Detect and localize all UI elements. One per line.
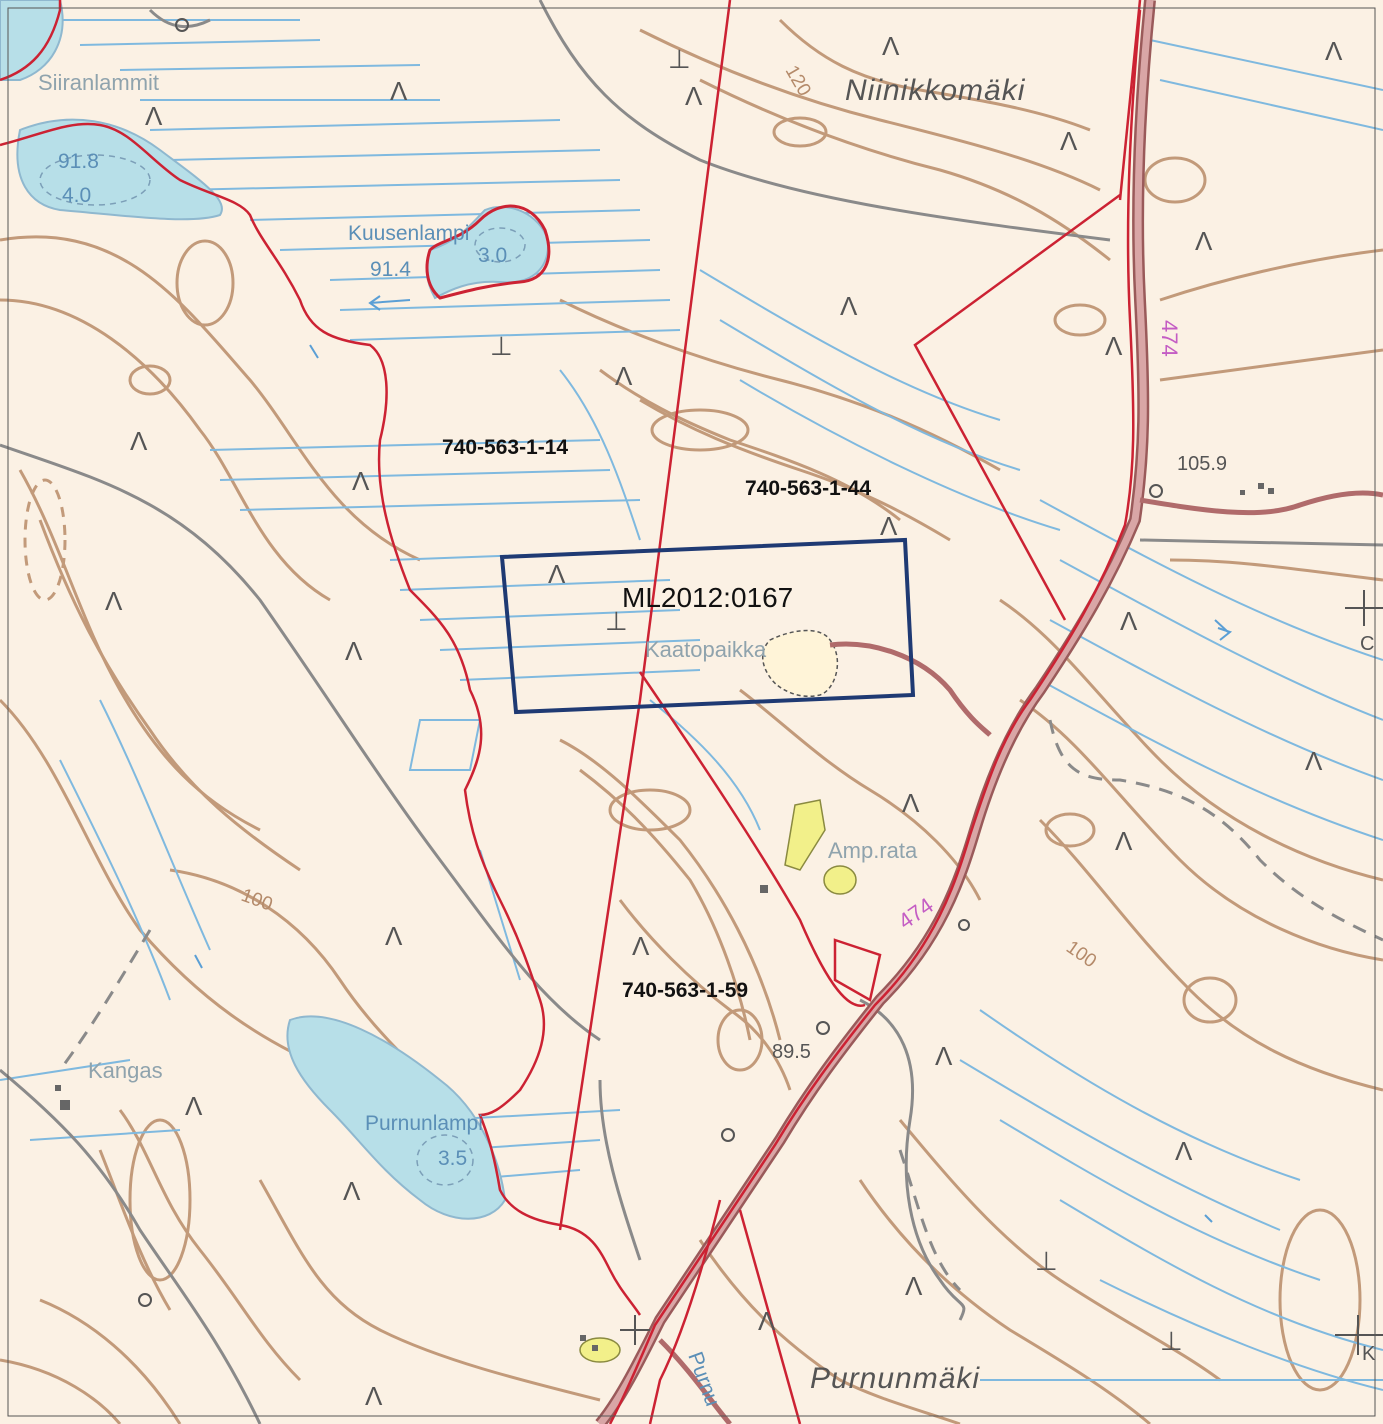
road-474-fill: [597, 0, 1154, 1424]
elevation-point-east: 105.9: [1177, 453, 1227, 475]
forest-icon: Λ: [352, 466, 370, 496]
field-patches: [579, 799, 857, 1363]
lakes: [0, 0, 550, 1220]
forest-icon: Λ: [840, 291, 858, 321]
place-label-purnunlampi: Purnunlampi: [365, 1112, 483, 1135]
forest-icon: Λ: [1105, 331, 1123, 361]
forest-icon: Λ: [1115, 826, 1133, 856]
depth-kuusen: 3.0: [478, 244, 507, 267]
forest-icon: Λ: [902, 788, 920, 818]
forest-icon: Λ: [758, 1306, 776, 1336]
point-icon: ⊥: [1160, 1326, 1183, 1356]
forest-icon: Λ: [130, 426, 148, 456]
lake-siiran-lower: [16, 118, 223, 221]
waste-site-area: [762, 629, 839, 697]
place-label-amp-rata: Amp.rata: [828, 838, 918, 863]
property-id-1-59: 740-563-1-59: [622, 979, 748, 1002]
road-number-north: 474: [1157, 320, 1182, 357]
forest-icon: Λ: [385, 921, 403, 951]
point-symbols: ⊥ ⊥ ⊥ ⊥ ⊥: [490, 44, 1183, 1356]
place-label-siiranlammit: Siiranlammit: [38, 70, 159, 95]
elevation-points: [138, 18, 1163, 1307]
point-icon: ⊥: [1035, 1246, 1058, 1276]
dashed-tracks: [58, 719, 1383, 1292]
forest-icon: Λ: [365, 1381, 383, 1411]
place-label-kangas: Kangas: [88, 1058, 163, 1083]
forest-icon: Λ: [345, 636, 363, 666]
forest-icon: Λ: [1305, 746, 1323, 776]
forest-icon: Λ: [935, 1041, 953, 1071]
forest-symbols: Λ Λ Λ Λ Λ Λ Λ Λ Λ Λ Λ Λ Λ Λ Λ Λ Λ Λ Λ Λ …: [105, 31, 1343, 1411]
forest-icon: Λ: [343, 1176, 361, 1206]
edge-letter-k: K: [1362, 1343, 1376, 1365]
claim-area-label: ML2012:0167: [622, 582, 793, 613]
forest-icon: Λ: [105, 586, 123, 616]
forest-icon: Λ: [1060, 126, 1078, 156]
lake-depth-lines: [39, 154, 526, 1186]
property-boundaries: [0, 0, 1142, 1424]
place-label-kaatopaikka: Kaatopaikka: [645, 637, 767, 662]
lake-purnunlampi: [286, 1015, 507, 1220]
depth-purnun: 3.5: [438, 1147, 467, 1170]
map-frame: [7, 7, 1376, 1417]
forest-icon: Λ: [1195, 226, 1213, 256]
elevation-siiran-surface: 91.8: [58, 150, 99, 173]
forest-icon: Λ: [882, 31, 900, 61]
property-id-1-44: 740-563-1-44: [745, 477, 871, 500]
forest-icon: Λ: [632, 931, 650, 961]
point-icon: ⊥: [668, 44, 691, 74]
buildings: [55, 483, 1274, 1351]
place-label-purnunmaki: Purnunmäki: [810, 1362, 980, 1395]
lake-kuusenlampi: [425, 205, 550, 300]
depth-siiran: 4.0: [62, 184, 91, 207]
elevation-kuusen-surface: 91.4: [370, 258, 411, 281]
road-474-boundary: [608, 9, 1142, 1424]
claim-area-ml2012-0167[interactable]: [499, 537, 916, 715]
forest-icon: Λ: [615, 361, 633, 391]
contour-lines: [0, 18, 1383, 1424]
point-icon: ⊥: [490, 331, 513, 361]
property-id-1-14: 740-563-1-14: [442, 436, 568, 459]
forest-icon: Λ: [185, 1091, 203, 1121]
forest-icon: Λ: [880, 511, 898, 541]
forest-icon: Λ: [145, 101, 163, 131]
forest-icon: Λ: [548, 559, 566, 589]
forest-icon: Λ: [1120, 606, 1138, 636]
forest-icon: Λ: [905, 1271, 923, 1301]
survey-crosses: [620, 590, 1383, 1355]
lake-siiranlammit: [0, 0, 64, 81]
forest-icon: Λ: [390, 76, 408, 106]
elevation-point-south: 89.5: [772, 1041, 811, 1063]
forest-icon: Λ: [685, 81, 703, 111]
place-label-niinikkomaki: Niinikkomäki: [845, 74, 1026, 107]
place-label-kuusenlampi: Kuusenlampi: [348, 222, 469, 245]
point-icon: ⊥: [605, 606, 628, 636]
stream-arrows: [194, 295, 1233, 1223]
forest-icon: Λ: [1175, 1136, 1193, 1166]
forest-icon: Λ: [1325, 36, 1343, 66]
edge-letter-c: C: [1360, 633, 1374, 655]
